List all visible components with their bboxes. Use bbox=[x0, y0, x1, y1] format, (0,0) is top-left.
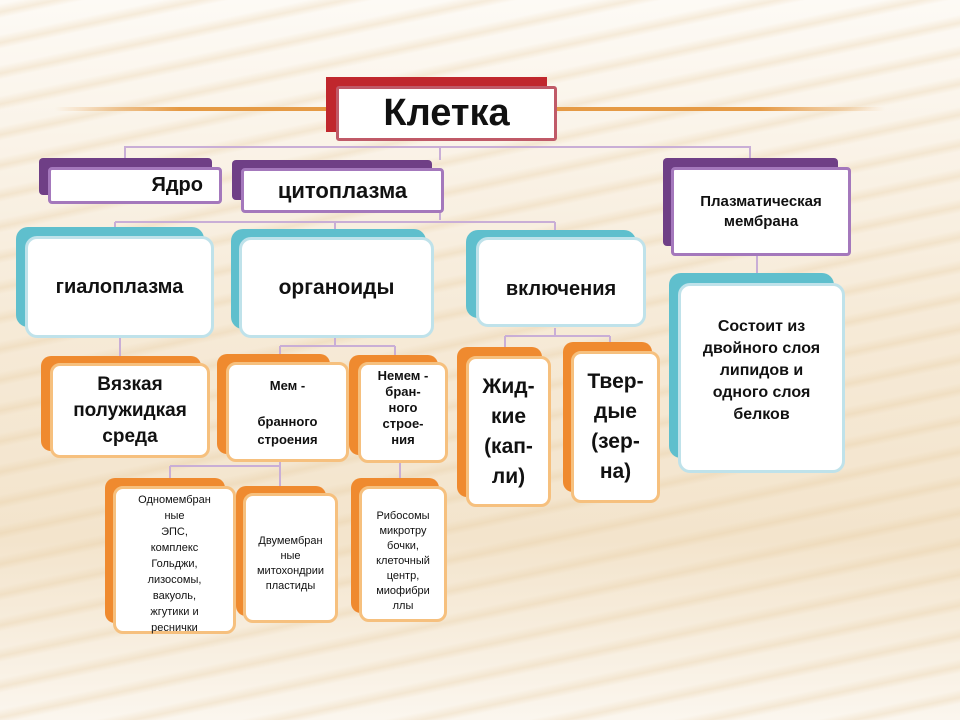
single-membrane-organoids-text: Одномембран ные ЭПС, комплекс Гольджи, л… bbox=[113, 486, 236, 634]
inclusions-label: включения bbox=[476, 237, 646, 327]
solid-inclusions-label: Твер- дые (зер- на) bbox=[571, 351, 660, 503]
hyaloplasm-description-text: Вязкая полужидкая среда bbox=[50, 363, 210, 458]
nucleus-label: Ядро bbox=[48, 167, 222, 204]
hyaloplasm-label: гиалоплазма bbox=[25, 236, 214, 338]
root-connector bbox=[124, 146, 751, 160]
membranous-label: Мем - бранного строения bbox=[226, 362, 349, 462]
non-membranous-label: Немем - бран- ного строе- ния bbox=[358, 362, 448, 463]
plasma-membrane-label: Плазматическая мембрана bbox=[671, 167, 851, 256]
cytoplasm-connector bbox=[114, 210, 556, 232]
inclusions-connector bbox=[504, 328, 611, 348]
root-label: Клетка bbox=[336, 86, 557, 141]
liquid-inclusions-label: Жид- кие (кап- ли) bbox=[466, 356, 551, 507]
organoids-label: органоиды bbox=[239, 237, 434, 338]
membrane-description-text: Состоит из двойного слоя липидов и одног… bbox=[678, 283, 845, 473]
organoids-connector bbox=[279, 338, 396, 360]
membranous-connector bbox=[169, 458, 281, 486]
cytoplasm-label: цитоплазма bbox=[241, 168, 444, 213]
non-membrane-organoids-text: Рибосомы микротру бочки, клеточный центр… bbox=[359, 486, 447, 622]
double-membrane-organoids-text: Двумембран ные митохондрии пластиды bbox=[243, 493, 338, 623]
